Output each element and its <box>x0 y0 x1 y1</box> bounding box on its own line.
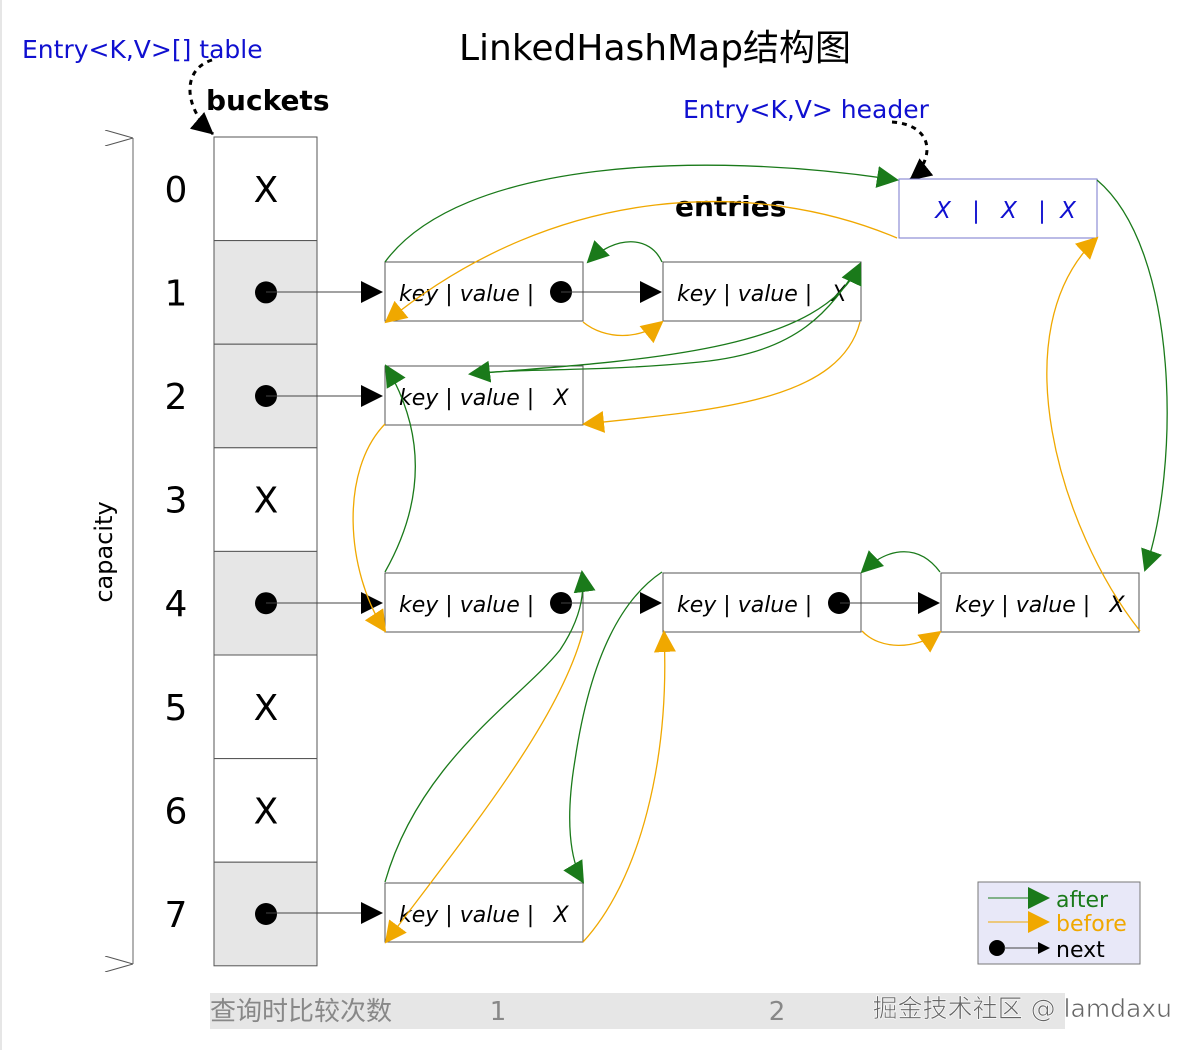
bucket-1-index: 1 <box>165 273 188 314</box>
bucket-3-index: 3 <box>165 481 188 522</box>
header-box <box>898 178 1098 239</box>
entry-node-e1b: key | value |X <box>662 261 862 322</box>
entry-box <box>940 572 1140 633</box>
entry-next-dot <box>828 592 850 614</box>
entry-key-value-label: key | value | <box>677 593 812 618</box>
after-link-e4b-to-e1b <box>468 263 861 383</box>
before-link-e1b-to-e2 <box>582 321 861 433</box>
bucket-5-null: X <box>254 688 279 729</box>
header-annotation: Entry<K,V> header <box>683 95 930 124</box>
entry-box <box>662 572 862 633</box>
entry-node-e1a: key | value | <box>384 261 584 322</box>
after-link-e7-to-e4a <box>384 570 596 883</box>
entry-next-null: X <box>1108 593 1125 618</box>
before-link-e4a-to-e7 <box>384 630 584 944</box>
bucket-next-pointers <box>266 281 383 924</box>
after-link-e4c-to-e4b <box>860 550 941 574</box>
before-links <box>352 200 1141 944</box>
chain-next-pointers <box>561 281 940 614</box>
bucket-6-index: 6 <box>165 791 188 832</box>
legend: after before next <box>977 881 1141 965</box>
after-link-e1a-to-header <box>384 164 899 263</box>
footer-band <box>210 993 1065 1029</box>
header-entry: X | X | X <box>898 178 1098 239</box>
entry-node-e4a: key | value | <box>384 572 584 633</box>
bucket-7-pointer-dot <box>255 903 277 925</box>
header-pointer-arrow <box>891 120 934 182</box>
bucket-6-null: X <box>254 791 279 832</box>
entry-key-value-label: key | value | <box>399 282 534 307</box>
header-sep-2: | <box>1038 198 1046 224</box>
entry-key-value-label: key | value | <box>399 593 534 618</box>
after-link-e2-to-e1b <box>469 262 862 375</box>
bucket-4-index: 4 <box>165 584 188 625</box>
diagram-title: LinkedHashMap结构图 <box>459 28 851 69</box>
footer-count-1: 1 <box>490 997 507 1027</box>
table-pointer-arrow <box>188 58 214 136</box>
after-links <box>384 164 1168 884</box>
bucket-5-index: 5 <box>165 688 188 729</box>
bucket-2-index: 2 <box>165 377 188 418</box>
after-link-e1b-to-e1a <box>586 240 663 264</box>
entry-next-null: X <box>552 903 569 928</box>
table-annotation: Entry<K,V>[] table <box>22 35 263 64</box>
bucket-0-null: X <box>254 170 279 211</box>
entry-key-value-label: key | value | <box>399 386 534 411</box>
entry-node-e7: key | value | X <box>384 882 584 943</box>
header-next-null: X <box>1000 198 1018 224</box>
legend-next-dot <box>989 940 1005 956</box>
entry-key-value-label: key | value | <box>955 593 1090 618</box>
footer: 查询时比较次数 1 2 掘金技术社区 @ lamdaxu <box>210 993 1172 1029</box>
entries-label: entries <box>675 190 786 223</box>
after-link-e4a-to-e2 <box>384 364 416 573</box>
footer-count-2: 2 <box>769 997 786 1027</box>
bucket-7-index: 7 <box>165 895 188 936</box>
entry-node-e4c: key | value | X <box>940 572 1140 633</box>
entry-box <box>384 882 584 943</box>
bucket-6-cell <box>213 758 318 863</box>
header-sep-1: | <box>972 198 980 224</box>
entry-box <box>384 261 584 322</box>
before-link-e1a-to-e1b <box>582 320 664 344</box>
legend-before-label: before <box>1056 912 1127 937</box>
after-link-e4b-to-e7 <box>563 571 663 884</box>
entry-key-value-label: key | value | <box>677 282 812 307</box>
before-link-header-to-e1a <box>384 200 898 324</box>
bucket-3-null: X <box>254 481 279 522</box>
after-link-header-to-e4c <box>1096 179 1168 572</box>
entry-next-null: X <box>552 386 569 411</box>
legend-box <box>977 881 1141 965</box>
footer-label: 查询时比较次数 <box>210 997 392 1027</box>
bucket-0-cell <box>213 136 318 242</box>
before-link-e2-to-e4a <box>352 423 387 633</box>
bucket-0-index: 0 <box>165 170 188 211</box>
buckets-label: buckets <box>206 84 329 117</box>
bucket-5-cell <box>213 654 318 760</box>
before-link-e7-to-e4b <box>582 630 676 943</box>
entry-node-e2: key | value | X <box>384 365 584 426</box>
capacity-label: capacity <box>90 501 118 602</box>
header-after-null: X <box>1059 198 1077 224</box>
entry-box <box>662 261 862 322</box>
header-before-null: X <box>934 198 952 224</box>
watermark: 掘金技术社区 @ lamdaxu <box>873 994 1172 1023</box>
entry-key-value-label: key | value | <box>399 903 534 928</box>
legend-after-label: after <box>1056 888 1109 913</box>
before-link-e4c-to-header <box>1046 236 1141 632</box>
before-link-e4b-to-e4c <box>861 630 942 653</box>
entry-node-e4b: key | value | <box>662 572 862 633</box>
legend-next-label: next <box>1056 938 1105 963</box>
